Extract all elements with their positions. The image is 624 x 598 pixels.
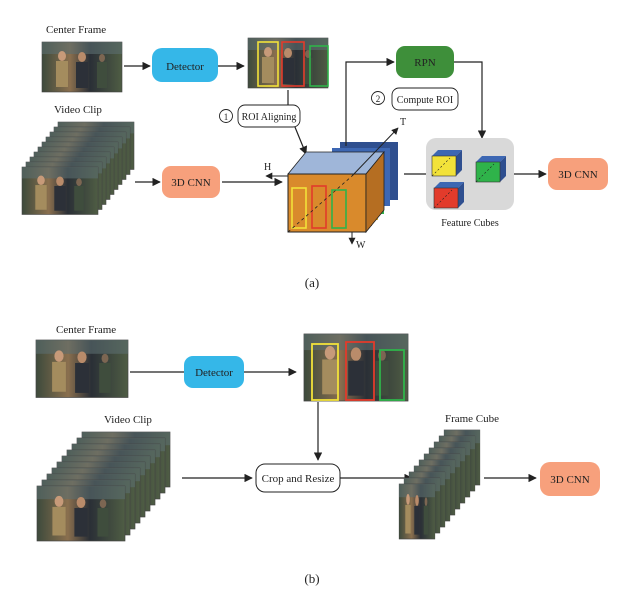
feature-cube-green — [475, 156, 506, 183]
cnn3d-box — [162, 166, 220, 198]
video-clip-label-b: Video Clip — [104, 414, 152, 426]
frame-cube-stack — [398, 429, 481, 540]
bbox-green — [309, 45, 329, 87]
detector-box-b — [184, 356, 244, 388]
roi-aligning-label: ROI Aligning — [242, 112, 297, 123]
rpn-box — [396, 46, 454, 78]
step-2-number: 2 — [376, 94, 381, 104]
bbox-red — [281, 41, 305, 87]
video-clip-stack-b — [36, 431, 171, 542]
roi-red — [311, 185, 327, 229]
bbox-yellow — [257, 41, 279, 87]
detector-label: Detector — [166, 61, 204, 73]
step-1-number: 1 — [224, 112, 229, 122]
center-frame-image — [41, 41, 123, 93]
frame-cube-label: Frame Cube — [445, 413, 499, 425]
axis-h-label: H — [264, 162, 271, 173]
axis-t-label: T — [400, 117, 406, 128]
feature-volume — [287, 142, 398, 234]
cnn3d-label-b: 3D CNN — [550, 474, 589, 486]
detected-frame-b — [303, 333, 409, 402]
crop-resize-label: Crop and Resize — [262, 473, 335, 485]
step-1-circle — [219, 109, 233, 123]
center-frame-label-b: Center Frame — [56, 324, 116, 336]
step-2-circle — [371, 91, 385, 105]
axis-w-label: W — [356, 240, 366, 251]
panel-b: Center Frame Detector Video Clip Cr — [35, 324, 600, 586]
caption-b: (b) — [304, 571, 319, 586]
roi-green — [331, 189, 347, 229]
caption-a: (a) — [305, 275, 319, 290]
axis-t — [351, 127, 399, 177]
compute-roi-box — [391, 87, 459, 111]
cnn3d-out-box — [548, 158, 608, 190]
detector-box — [152, 48, 218, 82]
rpn-label: RPN — [414, 57, 435, 69]
detector-label-b: Detector — [195, 367, 233, 379]
center-frame-image-b — [35, 339, 129, 399]
video-clip-label: Video Clip — [54, 104, 102, 116]
feature-cube-yellow — [431, 150, 462, 177]
feature-cubes-label: Feature Cubes — [441, 218, 499, 229]
roi-yellow — [291, 187, 307, 229]
cnn3d-box-b — [540, 462, 600, 496]
detected-frame — [247, 37, 329, 89]
bbox-red-b — [345, 341, 375, 401]
bbox-yellow-b — [311, 343, 339, 401]
cnn3d-label: 3D CNN — [171, 177, 210, 189]
arrow-rpn-to-cubes — [454, 61, 487, 139]
panel-a: Center Frame Detector 1 ROI Aligning Vid… — [21, 24, 608, 290]
bbox-green-b — [379, 349, 405, 401]
roi-aligning-box — [237, 104, 301, 128]
feature-cube-red — [433, 182, 464, 209]
cnn3d-out-label: 3D CNN — [558, 169, 597, 181]
video-clip-stack — [21, 121, 135, 215]
compute-roi-label: Compute ROI — [397, 95, 453, 106]
center-frame-label: Center Frame — [46, 24, 106, 36]
arrow-volume-to-rpn — [345, 57, 395, 146]
